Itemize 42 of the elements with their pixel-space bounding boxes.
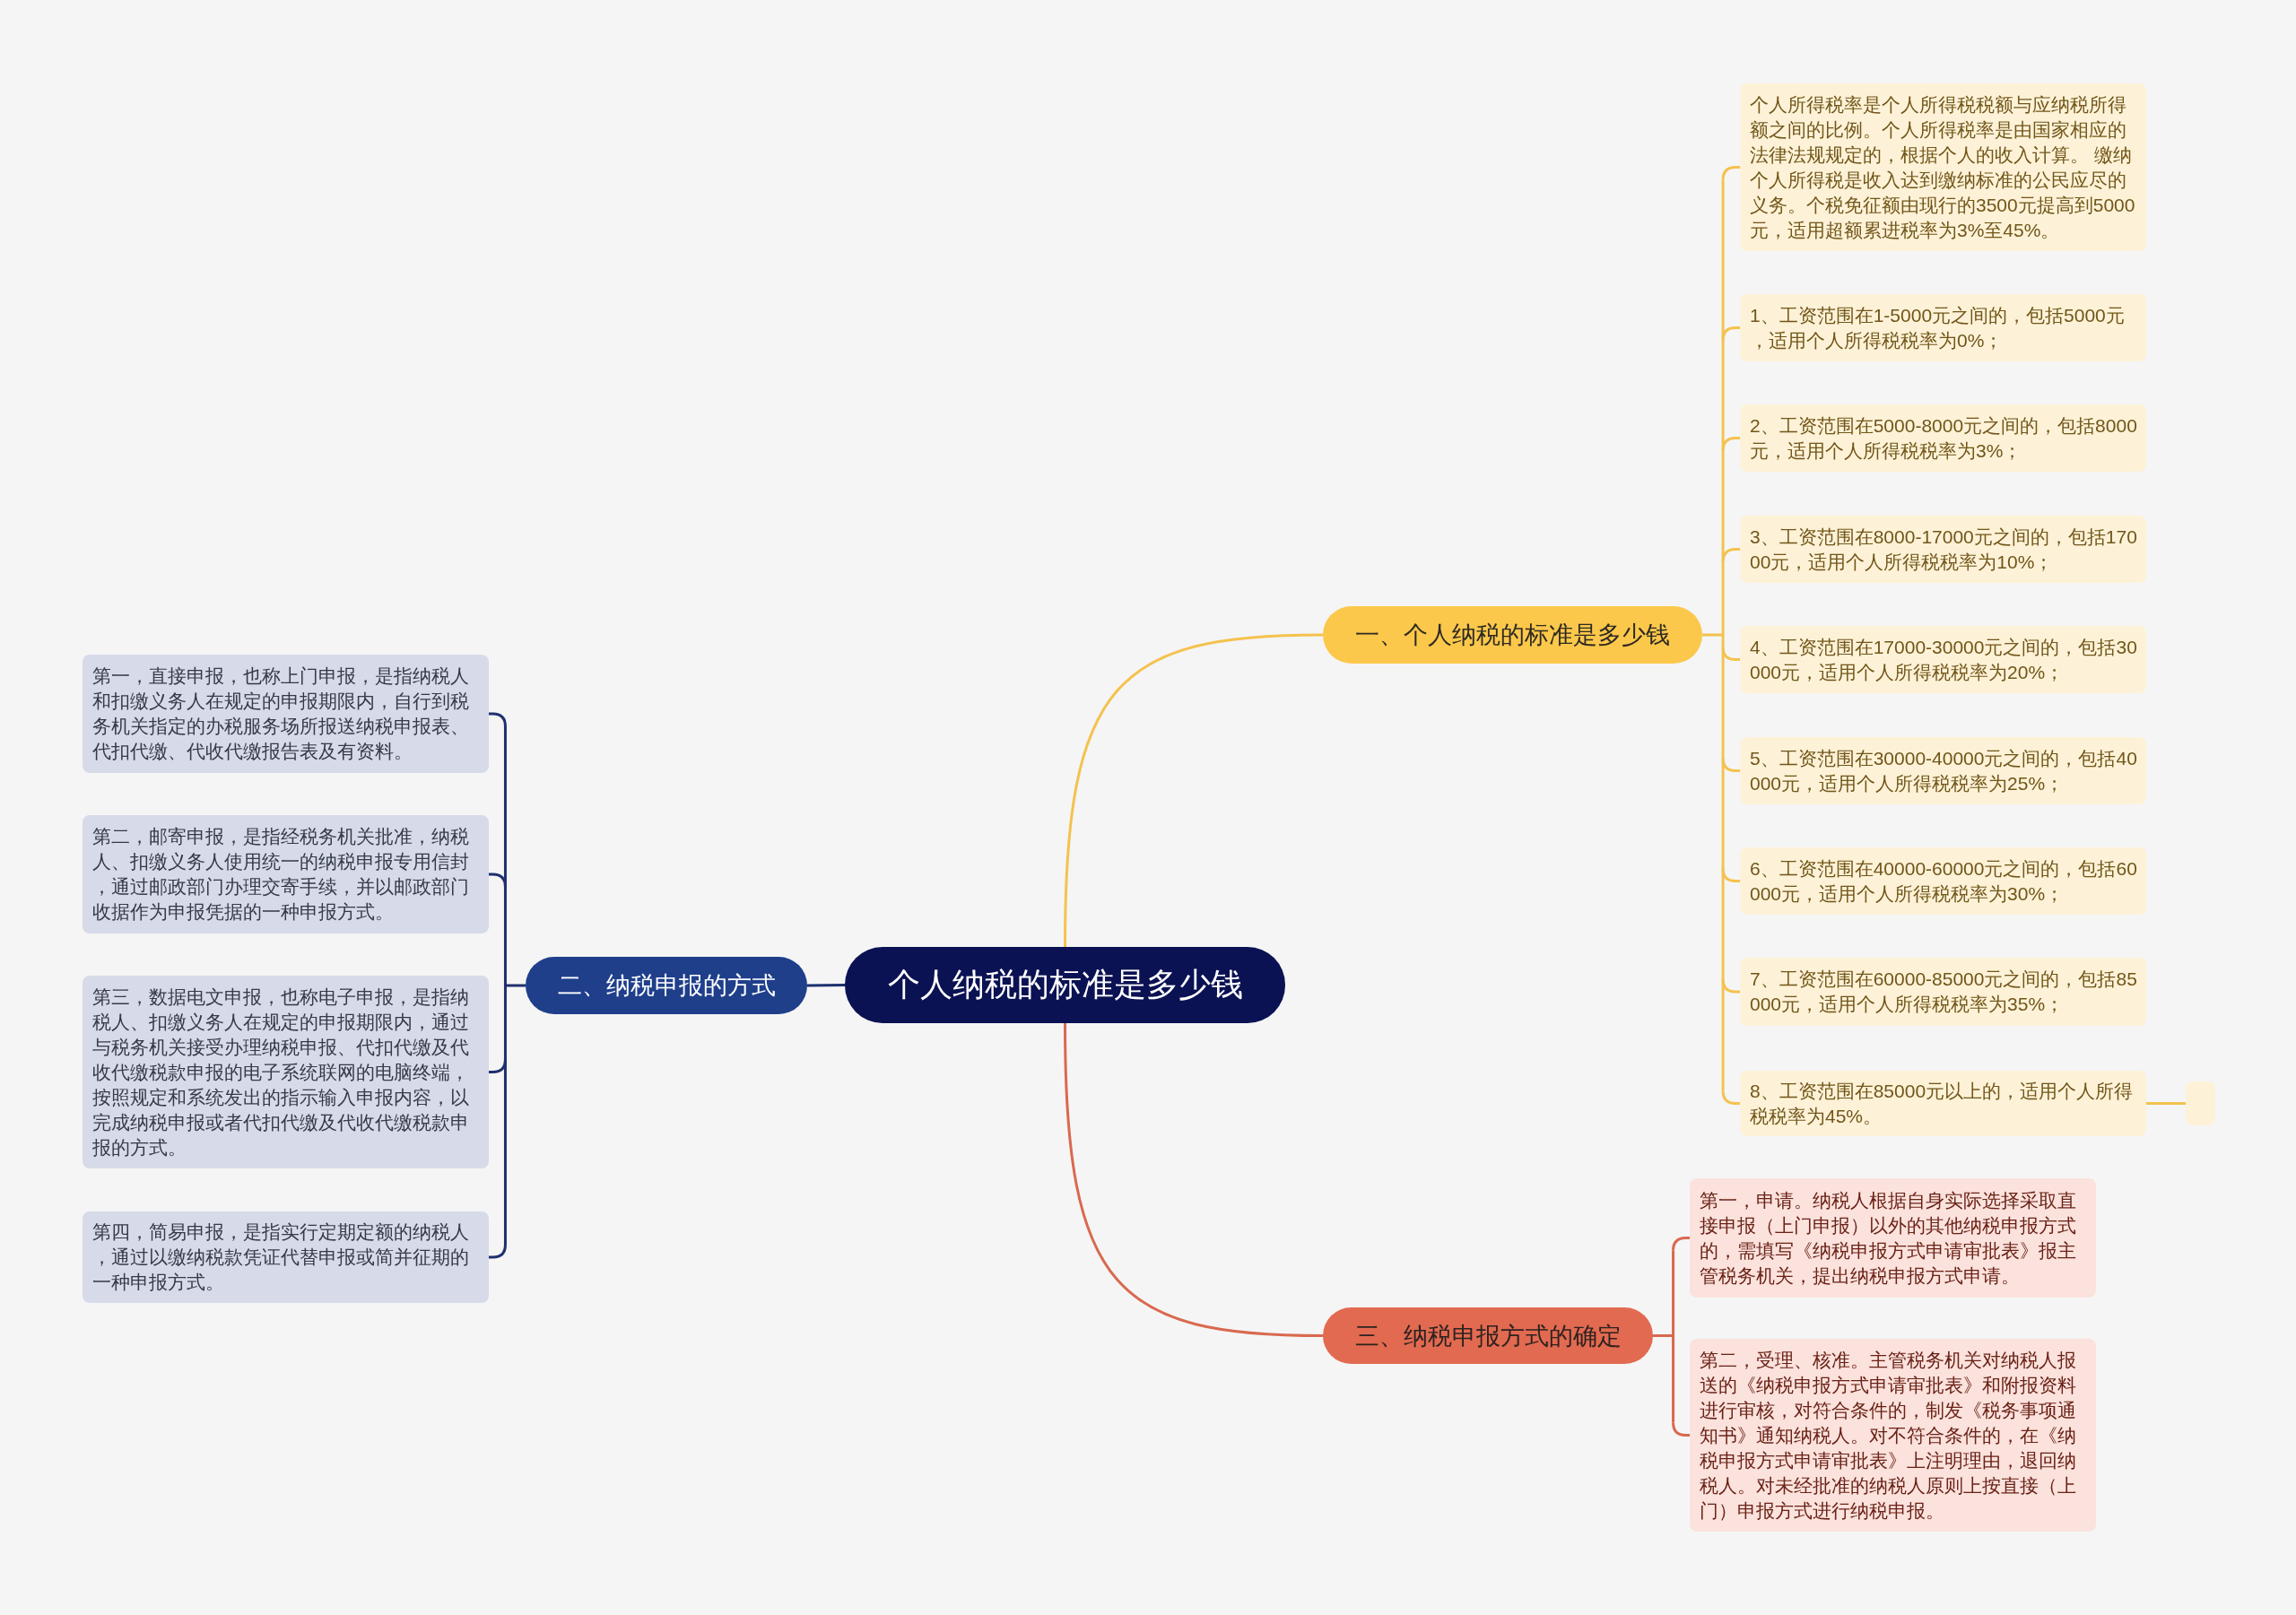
note-card: 8、工资范围在85000元以上的，适用个人所得税税率为45%。 bbox=[1740, 1071, 2146, 1136]
topic-pill: 三、纳税申报方式的确定 bbox=[1323, 1307, 1653, 1364]
connector-line bbox=[1721, 326, 1740, 341]
note-card: 第二，邮寄申报，是指经税务机关批准，纳税人、扣缴义务人使用统一的纳税申报专用信封，通过邮政部门办理交寄手续，并以邮政部门收据作为申报凭据的一种申报方式。 bbox=[83, 815, 489, 933]
connector-line bbox=[1721, 978, 1740, 994]
connector-line bbox=[1651, 1249, 1675, 1424]
connector-line bbox=[1721, 437, 1740, 451]
note-card: 1、工资范围在1-5000元之间的，包括5000元，适用个人所得税税率为0%； bbox=[1740, 294, 2146, 361]
connector-line bbox=[1064, 633, 1324, 948]
connector-line bbox=[2146, 1102, 2186, 1105]
note-card: 第一，申请。纳税人根据自身实际选择采取直接申报（上门申报）以外的其他纳税申报方式的，需填写《纳税申报方式申请审批表》报主管税务机关，提出纳税申报方式申请。 bbox=[1690, 1178, 2096, 1298]
connector-line bbox=[1721, 868, 1740, 882]
topic-pill: 一、个人纳税的标准是多少钱 bbox=[1323, 606, 1702, 664]
connector-line bbox=[1064, 1022, 1324, 1337]
connector-line bbox=[1672, 1422, 1690, 1437]
note-card: 第二，受理、核准。主管税务机关对纳税人报送的《纳税申报方式申请审批表》和附报资料进行审核，对符合条件的，制发《税务事项通知书》通知纳税人。对不符合条件的，在《纳税申报方式申请审批表》上注明理由，退回纳税人。对未经批准的纳税人原则上按直接（上门）申报方式进行纳税申报。 bbox=[1690, 1339, 2096, 1532]
connector-line bbox=[489, 712, 507, 727]
note-card: 4、工资范围在17000-30000元之间的，包括30000元，适用个人所得税税率为20%； bbox=[1740, 626, 2146, 693]
connector-line bbox=[489, 1059, 507, 1073]
note-card: 个人所得税率是个人所得税税额与应纳税所得额之间的比例。个人所得税率是由国家相应的法律法规规定的，根据个人的收入计算。 缴纳个人所得税是收入达到缴纳标准的公民应尽的义务。个税免征额由现行的3500元提高到5000元，适用超额累进税率为3%至45%。 bbox=[1740, 83, 2146, 251]
connector-line bbox=[1672, 1237, 1690, 1251]
connector-line bbox=[807, 984, 845, 987]
connector-line bbox=[1721, 647, 1740, 661]
connector-line bbox=[489, 1244, 507, 1259]
connector-line bbox=[1721, 758, 1740, 772]
note-card: 第三，数据电文申报，也称电子申报，是指纳税人、扣缴义务人在规定的申报期限内，通过与税务机关接受办理纳税申报、代扣代缴及代收代缴税款申报的电子系统联网的电脑终端，按照规定和系统发出的指示输入申报内容，以完成纳税申报或者代扣代缴及代收代缴税款申报的方式。 bbox=[83, 976, 489, 1168]
empty-box bbox=[2186, 1081, 2215, 1125]
connector-line bbox=[1700, 178, 1725, 1092]
connector-line bbox=[489, 873, 507, 888]
connector-line bbox=[1721, 166, 1740, 180]
note-card: 5、工资范围在30000-40000元之间的，包括40000元，适用个人所得税税率为25%； bbox=[1740, 737, 2146, 804]
connector-line bbox=[503, 725, 527, 1246]
connector-line bbox=[1721, 548, 1740, 562]
note-card: 3、工资范围在8000-17000元之间的，包括17000元，适用个人所得税税率为10%； bbox=[1740, 516, 2146, 583]
central-topic: 个人纳税的标准是多少钱 bbox=[845, 947, 1285, 1023]
note-card: 6、工资范围在40000-60000元之间的，包括60000元，适用个人所得税税率为30%； bbox=[1740, 847, 2146, 915]
note-card: 第一，直接申报，也称上门申报，是指纳税人和扣缴义务人在规定的申报期限内，自行到税务机关指定的办税服务场所报送纳税申报表、代扣代缴、代收代缴报告表及有资料。 bbox=[83, 655, 489, 773]
note-card: 2、工资范围在5000-8000元之间的，包括8000元，适用个人所得税税率为3%； bbox=[1740, 404, 2146, 472]
connector-line bbox=[1721, 1090, 1740, 1105]
note-card: 第四，简易申报，是指实行定期定额的纳税人，通过以缴纳税款凭证代替申报或简并征期的一种申报方式。 bbox=[83, 1211, 489, 1303]
note-card: 7、工资范围在60000-85000元之间的，包括85000元，适用个人所得税税率为35%； bbox=[1740, 958, 2146, 1026]
topic-pill: 二、纳税申报的方式 bbox=[526, 957, 807, 1014]
